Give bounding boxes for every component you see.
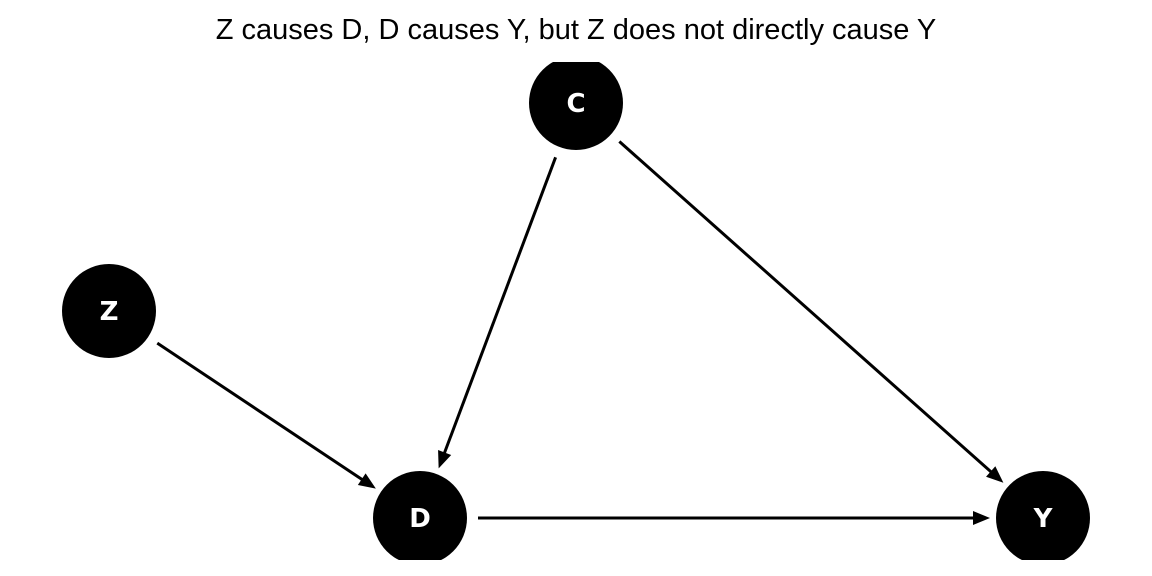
edge-z-to-d <box>156 341 376 489</box>
arrow-head <box>438 450 452 469</box>
diagram-title: Z causes D, D causes Y, but Z does not d… <box>216 14 937 46</box>
node-d: D <box>373 471 467 560</box>
node-label: C <box>566 89 585 119</box>
node-circle <box>62 264 156 358</box>
node-z: Z <box>62 264 156 358</box>
node-c: C <box>529 62 623 150</box>
node-circle <box>996 471 1090 560</box>
node-circle <box>373 471 467 560</box>
arrow-head <box>357 473 376 489</box>
edge-line <box>156 341 365 482</box>
edge-c-to-y <box>618 140 1004 483</box>
node-label: Y <box>1033 504 1054 534</box>
arrow-head <box>986 466 1004 483</box>
edge-line <box>618 140 994 474</box>
node-y: Y <box>996 471 1090 560</box>
edge-c-to-d <box>438 156 557 469</box>
edges-layer <box>156 140 1004 525</box>
arrow-head <box>973 511 990 525</box>
node-circle <box>529 62 623 150</box>
nodes-layer: C Z D Y <box>62 62 1090 560</box>
edge-d-to-y <box>478 511 990 525</box>
node-label: D <box>409 504 431 534</box>
edge-line <box>442 156 557 455</box>
node-label: Z <box>100 297 119 327</box>
